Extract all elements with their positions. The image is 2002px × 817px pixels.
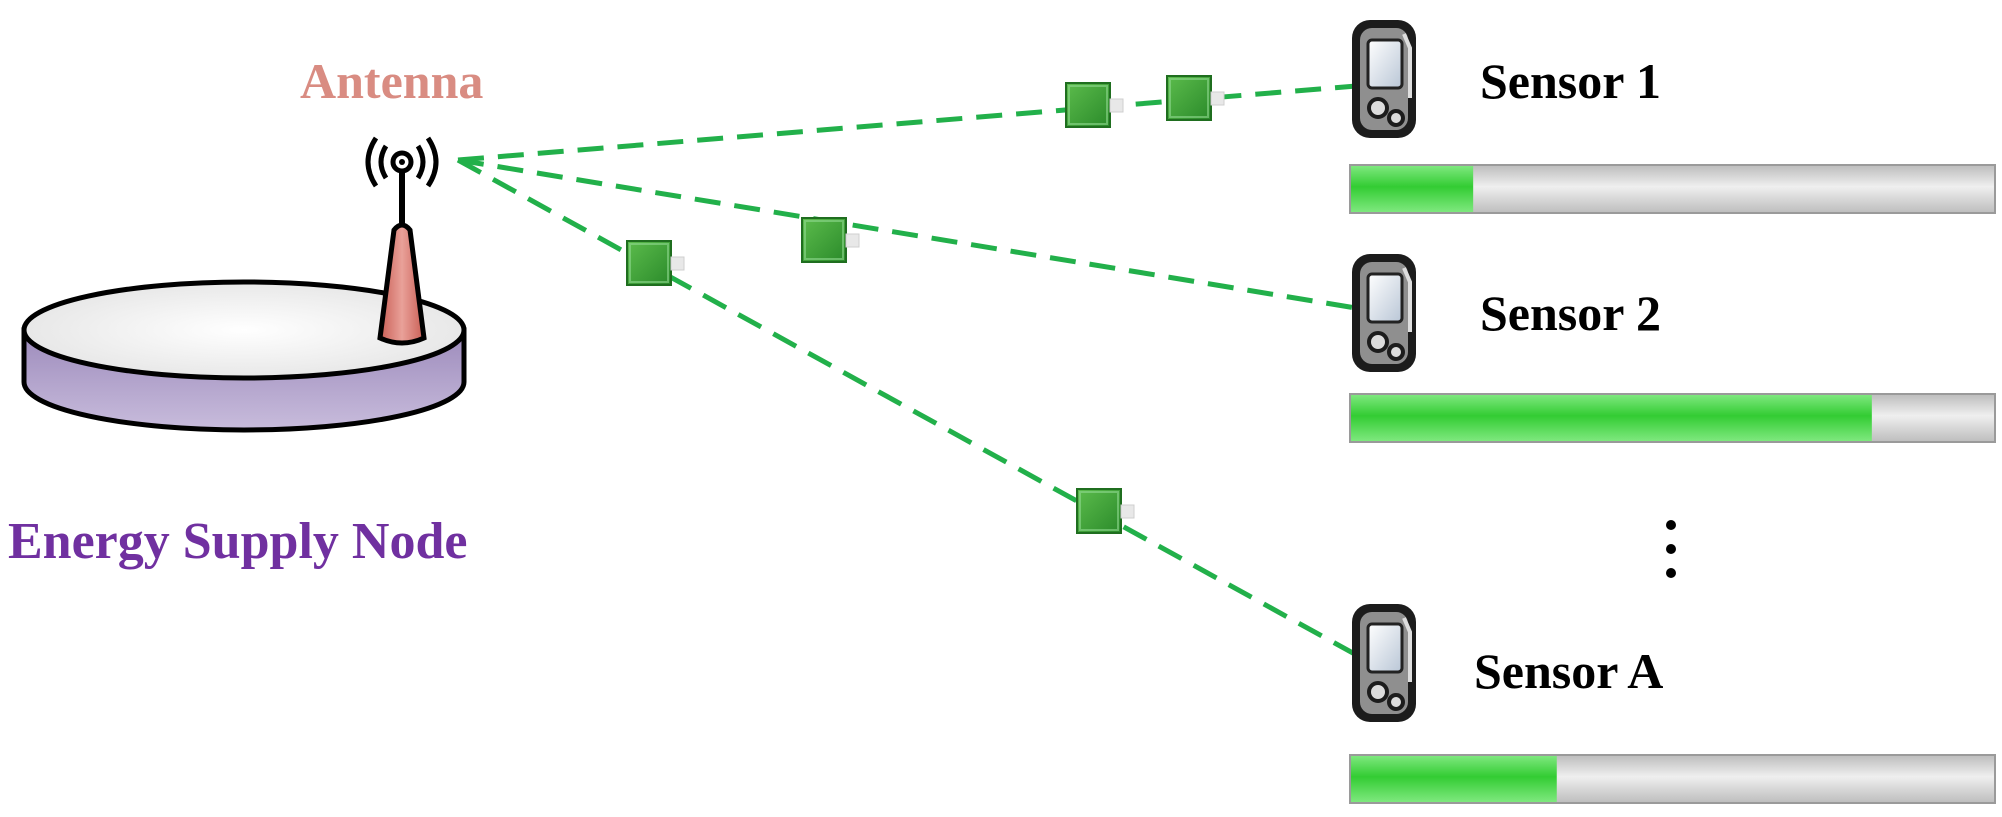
vertical-ellipsis bbox=[1666, 520, 1676, 592]
sensor-label: Sensor A bbox=[1474, 643, 1664, 699]
handheld-device-icon bbox=[1350, 252, 1418, 374]
energy-supply-node-base bbox=[21, 279, 467, 433]
energy-packet-icon bbox=[1166, 75, 1225, 121]
energy-bars bbox=[1349, 164, 1996, 804]
radio-antenna-icon bbox=[365, 136, 439, 346]
handheld-device-icon bbox=[1350, 18, 1418, 140]
energy-bar-fill bbox=[1351, 166, 1474, 212]
beam-to-sensor-2 bbox=[457, 157, 1383, 321]
sensor-label: Sensor 1 bbox=[1480, 53, 1662, 109]
beam-to-sensor-1 bbox=[457, 73, 1383, 163]
sensor-label: Sensor 2 bbox=[1480, 285, 1662, 341]
sensor-devices bbox=[1350, 18, 1418, 724]
antenna-label: Antenna bbox=[300, 53, 484, 109]
energy-bar-sensor-a bbox=[1349, 754, 1996, 804]
energy-bar-sensor-2 bbox=[1349, 393, 1996, 443]
energy-packet-icon bbox=[801, 217, 860, 263]
energy-packet-icon bbox=[1065, 82, 1124, 128]
power-beams bbox=[456, 73, 1383, 671]
beam-to-sensor-a bbox=[456, 157, 1383, 671]
energy-supply-node-label: Energy Supply Node bbox=[8, 513, 468, 570]
energy-bar-sensor-1 bbox=[1349, 164, 1996, 214]
energy-bar-fill bbox=[1351, 756, 1557, 802]
handheld-device-icon bbox=[1350, 602, 1418, 724]
energy-bar-fill bbox=[1351, 395, 1872, 441]
